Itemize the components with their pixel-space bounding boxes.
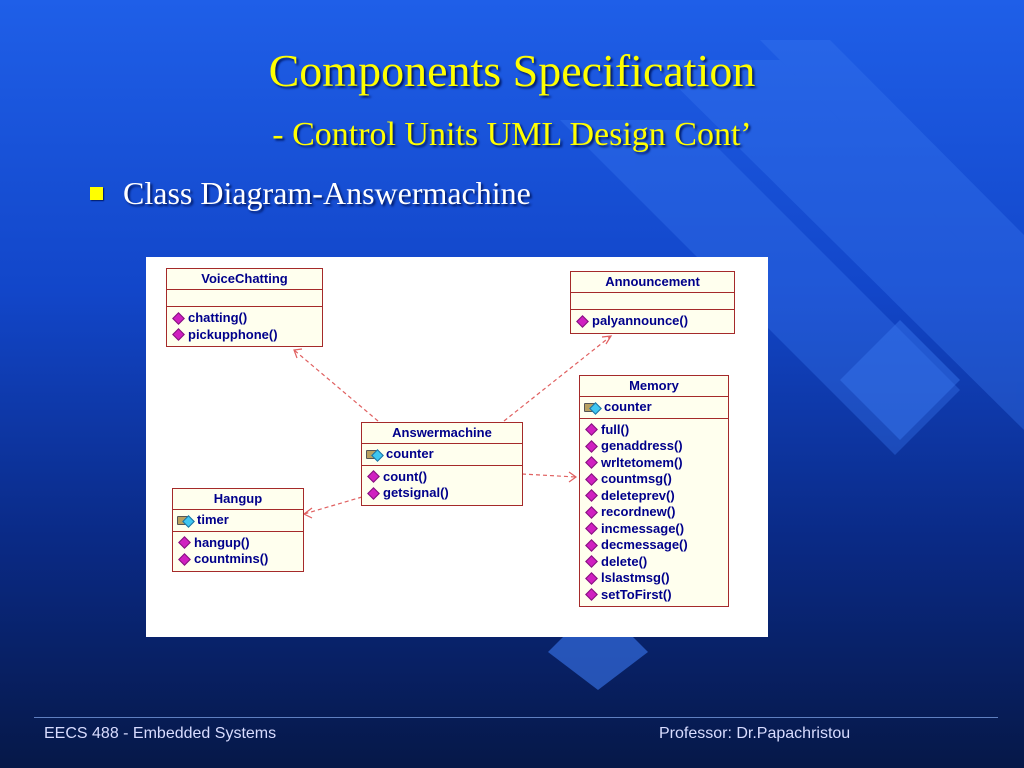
operation-item: genaddress() (584, 438, 724, 455)
dependency-to-memory (521, 473, 577, 478)
operation-icon (585, 505, 598, 519)
bullet-item: Class Diagram-Answermachine (90, 175, 531, 212)
class-name: Memory (580, 376, 728, 397)
operation-item: hangup() (177, 535, 299, 552)
class-attributes (571, 293, 734, 310)
operation-item: full() (584, 422, 724, 439)
private-attribute-icon (366, 447, 384, 463)
class-voicechatting[interactable]: VoiceChatting chatting() pickupphone() (166, 268, 323, 347)
attribute-item: counter (584, 399, 724, 416)
operation-icon (585, 456, 598, 470)
operation-icon (367, 486, 380, 500)
class-name: Announcement (571, 272, 734, 293)
class-name: Hangup (173, 489, 303, 510)
operation-icon (367, 470, 380, 484)
operation-icon (172, 311, 185, 325)
class-name: VoiceChatting (167, 269, 322, 290)
operation-item: chatting() (171, 310, 318, 327)
operation-icon (585, 423, 598, 437)
private-attribute-icon (177, 513, 195, 529)
slide-title: Components Specification (268, 45, 756, 96)
operation-item: decmessage() (584, 537, 724, 554)
dependency-arrows (293, 335, 613, 519)
class-diagram: VoiceChatting chatting() pickupphone() A… (146, 257, 768, 637)
dependency-to-announcement (503, 335, 612, 422)
operation-item: incmessage() (584, 521, 724, 538)
operation-item: getsignal() (366, 485, 518, 502)
private-attribute-icon (584, 400, 602, 416)
footer-divider (34, 717, 998, 718)
class-attributes: timer (173, 510, 303, 532)
operation-item: wrltetomem() (584, 455, 724, 472)
operation-icon (585, 522, 598, 536)
class-hangup[interactable]: Hangup timer hangup() countmins() (172, 488, 304, 572)
bullet-text: Class Diagram-Answermachine (123, 175, 531, 211)
attribute-item: counter (366, 446, 518, 463)
class-operations: full() genaddress() wrltetomem() countms… (580, 419, 728, 607)
operation-icon (172, 328, 185, 342)
operation-icon (178, 552, 191, 566)
class-announcement[interactable]: Announcement palyannounce() (570, 271, 735, 334)
class-operations: palyannounce() (571, 310, 734, 333)
class-name: Answermachine (362, 423, 522, 444)
class-operations: count() getsignal() (362, 466, 522, 505)
operation-item: palyannounce() (575, 313, 730, 330)
operation-item: countmins() (177, 551, 299, 568)
class-attributes: counter (580, 397, 728, 419)
dependency-to-voicechatting (293, 349, 379, 422)
operation-icon (576, 314, 589, 328)
operation-icon (585, 439, 598, 453)
class-answermachine[interactable]: Answermachine counter count() getsignal(… (361, 422, 523, 506)
operation-icon (585, 472, 598, 486)
attribute-item: timer (177, 512, 299, 529)
class-operations: hangup() countmins() (173, 532, 303, 571)
operation-icon (178, 536, 191, 550)
operation-item: count() (366, 469, 518, 486)
operation-item: countmsg() (584, 471, 724, 488)
operation-item: recordnew() (584, 504, 724, 521)
operation-item: pickupphone() (171, 327, 318, 344)
dependency-to-hangup (303, 496, 363, 515)
operation-icon (585, 489, 598, 503)
operation-icon (585, 588, 598, 602)
class-attributes: counter (362, 444, 522, 466)
operation-item: setToFirst() (584, 587, 724, 604)
operation-icon (585, 555, 598, 569)
class-memory[interactable]: Memory counter full() genaddress() wrlte… (579, 375, 729, 607)
operation-icon (585, 571, 598, 585)
operation-icon (585, 538, 598, 552)
footer-professor: Professor: Dr.Papachristou (659, 725, 851, 742)
operation-item: delete() (584, 554, 724, 571)
class-attributes (167, 290, 322, 307)
bullet-square-icon (90, 187, 103, 200)
operation-item: deleteprev() (584, 488, 724, 505)
slide-subtitle: - Control Units UML Design Cont’ (272, 116, 752, 153)
operation-item: lslastmsg() (584, 570, 724, 587)
class-operations: chatting() pickupphone() (167, 307, 322, 346)
footer-course: EECS 488 - Embedded Systems (44, 725, 277, 742)
